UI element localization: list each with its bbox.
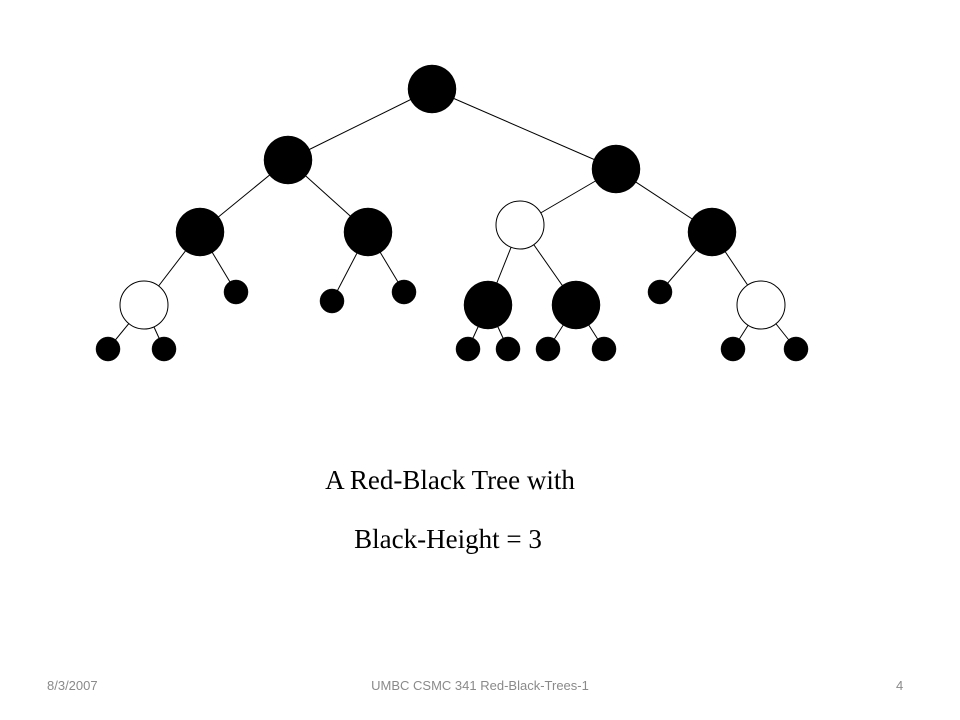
nil-leaf-node [391, 279, 417, 305]
tree-nodes [95, 64, 809, 362]
footer-page-number: 4 [896, 678, 904, 693]
black-node [343, 207, 393, 257]
nil-leaf-node [720, 336, 746, 362]
nil-leaf-node [95, 336, 121, 362]
nil-leaf-node [647, 279, 673, 305]
black-node [687, 207, 737, 257]
black-node [407, 64, 457, 114]
nil-leaf-node [495, 336, 521, 362]
caption-title: A Red-Black Tree with [325, 465, 575, 495]
nil-leaf-node [223, 279, 249, 305]
nil-leaf-node [783, 336, 809, 362]
red-black-tree-diagram [95, 64, 809, 362]
black-node [551, 280, 601, 330]
black-node [591, 144, 641, 194]
tree-edge [431, 88, 617, 170]
black-node [263, 135, 313, 185]
nil-leaf-node [455, 336, 481, 362]
tree-edge [287, 88, 433, 161]
red-node [119, 280, 169, 330]
footer-title: UMBC CSMC 341 Red-Black-Trees-1 [371, 678, 589, 693]
red-node [736, 280, 786, 330]
footer-date: 8/3/2007 [47, 678, 98, 693]
nil-leaf-node [319, 288, 345, 314]
black-node [463, 280, 513, 330]
red-node [495, 200, 545, 250]
nil-leaf-node [591, 336, 617, 362]
nil-leaf-node [151, 336, 177, 362]
caption-black-height: Black-Height = 3 [354, 524, 542, 554]
black-node [175, 207, 225, 257]
nil-leaf-node [535, 336, 561, 362]
